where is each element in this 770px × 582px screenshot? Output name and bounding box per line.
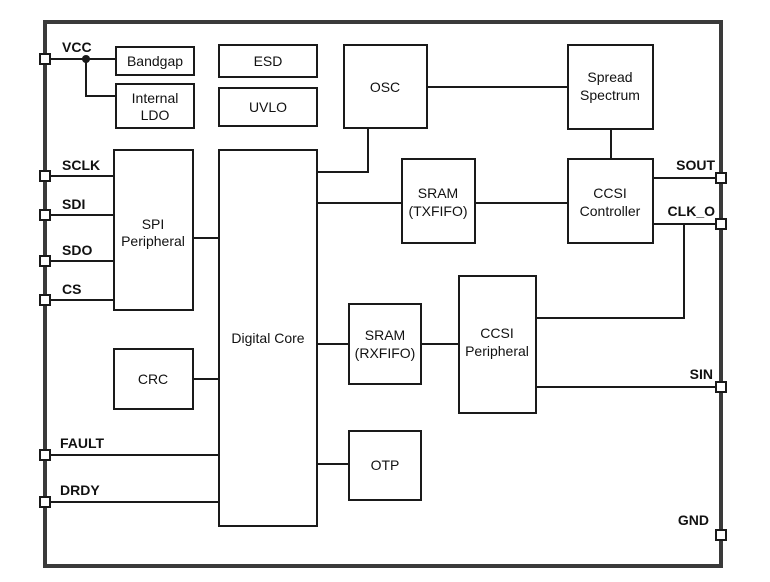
block-sram-rxfifo: SRAM (RXFIFO): [348, 303, 422, 385]
block-uvlo-label: UVLO: [249, 99, 287, 115]
block-spi-peripheral-label-line1: SPI: [142, 216, 165, 232]
block-ccsi-peripheral: CCSI Peripheral: [458, 275, 537, 414]
block-ccsi-controller: CCSI Controller: [567, 158, 654, 244]
block-spi-peripheral: SPI Peripheral: [113, 149, 194, 311]
pin-label-sin: SIN: [690, 366, 713, 382]
pin-sin: [715, 381, 727, 393]
block-sram-txfifo-label-line2: (TXFIFO): [408, 203, 467, 219]
block-sram-txfifo: SRAM (TXFIFO): [401, 158, 476, 244]
pin-sdi: [39, 209, 51, 221]
wires: [50, 55, 716, 503]
block-spread-spectrum: Spread Spectrum: [567, 44, 654, 130]
block-ccsi-peripheral-label-line2: Peripheral: [465, 343, 529, 359]
pin-sdo: [39, 255, 51, 267]
block-otp-label: OTP: [371, 457, 400, 473]
block-esd: ESD: [218, 44, 318, 78]
block-osc: OSC: [343, 44, 428, 129]
pin-sout: [715, 172, 727, 184]
block-bandgap: Bandgap: [115, 46, 195, 76]
block-digital-core-label: Digital Core: [231, 330, 304, 346]
pin-label-vcc: VCC: [62, 39, 92, 55]
pin-label-sout: SOUT: [676, 157, 715, 173]
block-digital-core: Digital Core: [218, 149, 318, 527]
pins: [39, 53, 727, 541]
pin-sclk: [39, 170, 51, 182]
block-ccsi-controller-label-line1: CCSI: [593, 185, 626, 201]
pin-label-sclk: SCLK: [62, 157, 100, 173]
block-internal-ldo: Internal LDO: [115, 83, 195, 129]
pin-vcc: [39, 53, 51, 65]
block-otp: OTP: [348, 430, 422, 501]
block-sram-rxfifo-label-line2: (RXFIFO): [355, 345, 416, 361]
block-spi-peripheral-label-line2: Peripheral: [121, 233, 185, 249]
pin-clk-o: [715, 218, 727, 230]
block-ccsi-peripheral-label-line1: CCSI: [480, 325, 513, 341]
pin-label-drdy: DRDY: [60, 482, 100, 498]
block-internal-ldo-label-line2: LDO: [141, 107, 170, 123]
block-ccsi-controller-label-line2: Controller: [580, 203, 641, 219]
pin-label-fault: FAULT: [60, 435, 105, 451]
pin-label-sdi: SDI: [62, 196, 85, 212]
block-spread-spectrum-label-line2: Spectrum: [580, 87, 640, 103]
block-osc-label: OSC: [370, 79, 400, 95]
pin-label-gnd: GND: [678, 512, 709, 528]
pin-drdy: [39, 496, 51, 508]
block-sram-rxfifo-label-line1: SRAM: [365, 327, 405, 343]
pin-fault: [39, 449, 51, 461]
pin-label-clk-o: CLK_O: [668, 203, 716, 219]
block-spread-spectrum-label-line1: Spread: [587, 69, 632, 85]
pin-labels: VCC SCLK SDI SDO CS FAULT DRDY SOUT CLK_…: [60, 39, 715, 528]
vcc-junction-dot: [82, 55, 90, 63]
block-uvlo: UVLO: [218, 87, 318, 127]
block-crc-label: CRC: [138, 371, 168, 387]
block-internal-ldo-label-line1: Internal: [132, 90, 179, 106]
pin-cs: [39, 294, 51, 306]
pin-gnd: [715, 529, 727, 541]
pin-label-sdo: SDO: [62, 242, 92, 258]
block-crc: CRC: [113, 348, 194, 410]
block-sram-txfifo-label-line1: SRAM: [418, 185, 458, 201]
pin-label-cs: CS: [62, 281, 81, 297]
block-bandgap-label: Bandgap: [127, 53, 183, 69]
block-esd-label: ESD: [254, 53, 283, 69]
